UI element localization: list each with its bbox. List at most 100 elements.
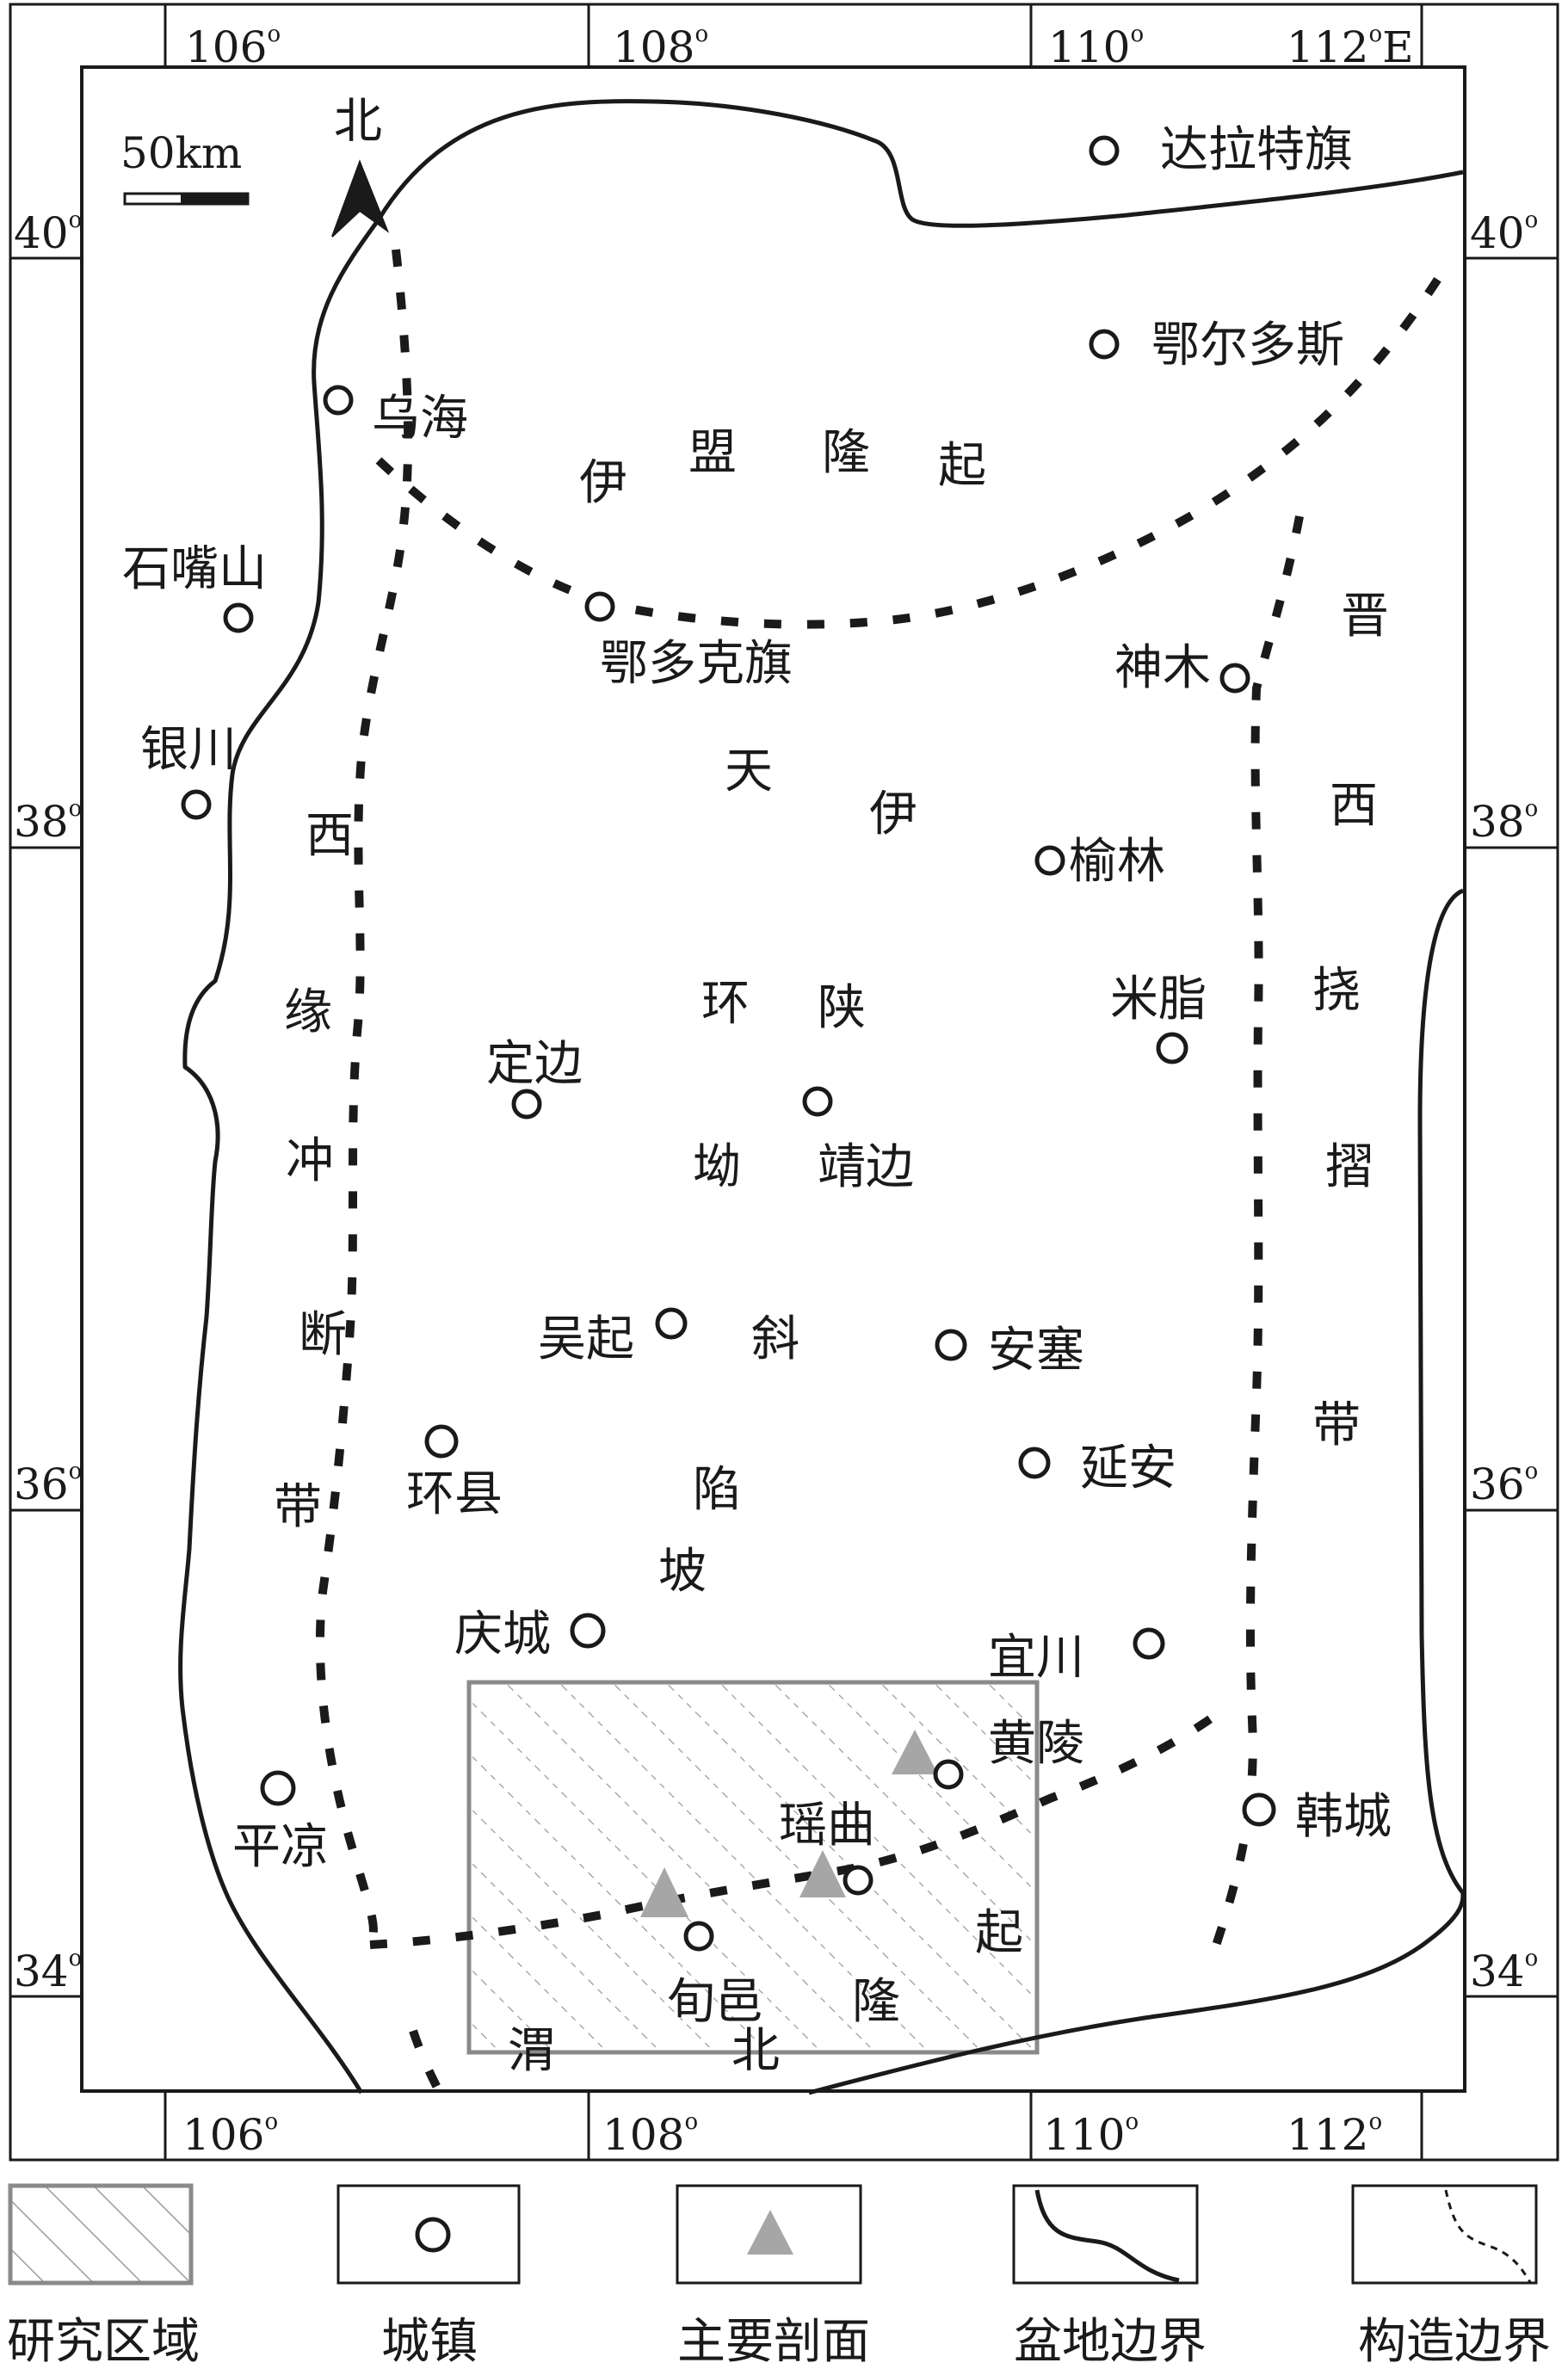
region-char: 西: [306, 808, 354, 864]
region-char: 带: [274, 1479, 322, 1535]
tectonic-boundaries: [315, 249, 1450, 2094]
city-label-mizhi: 米脂: [1110, 972, 1207, 1027]
legend: 研究区域 城镇 主要剖面 盆地边界 构造边界: [7, 2183, 1551, 2369]
city-label-wuhai: 乌海: [372, 391, 468, 447]
legend-swatch-basin-boundary: [1012, 2184, 1199, 2285]
town-labels: 达拉特旗 鄂尔多斯 乌海 石嘴山 鄂多克旗 神木 银川 榆林 米脂 定边 靖边 …: [122, 122, 1392, 2030]
region-char: 伊: [579, 455, 627, 511]
map-frame: [9, 3, 1559, 2162]
city-label-shizuishan: 石嘴山: [122, 541, 267, 597]
region-char: 隆: [852, 1974, 900, 2030]
city-label-jingbian: 靖边: [818, 1139, 914, 1195]
region-char: 坳: [693, 1139, 741, 1195]
region-char: 西: [1330, 778, 1378, 834]
region-char: 北: [732, 2023, 780, 2079]
region-char: 晋: [1341, 589, 1389, 645]
city-label-ansai: 安塞: [988, 1323, 1084, 1379]
main-sections: [640, 1730, 938, 1917]
north-arrow-label: 北: [334, 94, 382, 150]
city-label-yulin: 榆林: [1069, 834, 1165, 890]
region-char: 摺: [1325, 1139, 1374, 1195]
legend-label-town: 城镇: [381, 2314, 478, 2369]
city-label-wuqi: 吴起: [538, 1311, 634, 1367]
region-char: 盟: [688, 425, 737, 481]
study-area: [466, 1680, 1040, 2055]
north-arrow-icon: [331, 159, 390, 238]
latitude-labels-left: 40o 38o 36o 34o: [14, 207, 82, 1996]
region-char: 渭: [508, 2023, 556, 2079]
city-label-xunyi: 旬邑: [667, 1974, 763, 2030]
legend-label-tectonic-boundary: 构造边界: [1358, 2314, 1551, 2369]
region-char: 起: [975, 1905, 1023, 1961]
lon-label-bottom-108: 108o: [602, 2109, 698, 2160]
legend-tectonic-boundary-icon: [1444, 2189, 1532, 2283]
city-label-yanan: 延安: [1080, 1441, 1176, 1496]
region-char: 陷: [693, 1462, 741, 1518]
city-label-shenmu: 神木: [1114, 640, 1211, 696]
lon-label-bottom-106: 106o: [182, 2109, 278, 2160]
lon-label-top-106: 106o: [185, 22, 281, 72]
city-label-yichuan: 宜川: [988, 1630, 1084, 1686]
city-label-yinchuan: 银川: [140, 722, 237, 778]
longitude-labels-bottom: 106o 108o 110o 112o: [182, 2109, 1382, 2160]
tectonic-boundary-west: [315, 249, 413, 1947]
city-label-eduokeqi: 鄂多克旗: [600, 636, 793, 692]
legend-label-section: 主要剖面: [677, 2314, 870, 2369]
scale-bar: 50km: [120, 128, 250, 206]
region-char: 环: [701, 976, 750, 1032]
region-char: 带: [1312, 1397, 1361, 1453]
region-jinxi-fold-belt: 晋 西 挠 摺 带: [1312, 589, 1389, 1453]
lat-label-right-36: 36o: [1470, 1459, 1538, 1509]
region-weibei-uplift: 渭 北 隆 起: [508, 1905, 1023, 2079]
section-marker: [892, 1730, 938, 1774]
basin-boundary-east: [808, 1892, 1466, 2095]
lat-label-right-40: 40o: [1470, 207, 1538, 258]
scale-bar-label: 50km: [120, 128, 242, 178]
city-label-eerduosi: 鄂尔多斯: [1151, 318, 1344, 373]
legend-item-basin-boundary: 盆地边界: [1012, 2184, 1207, 2369]
region-yimeng-uplift: 伊 盟 隆 起: [579, 425, 986, 511]
region-xiyuan-thrust-belt: 西 缘 冲 断 带: [274, 808, 354, 1535]
legend-basin-boundary-icon: [1034, 2189, 1180, 2283]
lat-label-left-34: 34o: [14, 1946, 82, 1996]
basin-boundary: [178, 99, 1464, 2094]
city-label-huangling: 黄陵: [988, 1716, 1084, 1772]
basin-boundary-east-flank: [1417, 888, 1465, 1895]
city-label-dalateqi: 达拉特旗: [1160, 122, 1353, 178]
legend-label-basin-boundary: 盆地边界: [1014, 2314, 1207, 2369]
lon-label-bottom-112: 112o: [1287, 2109, 1382, 2160]
legend-swatch-tectonic-boundary: [1351, 2184, 1538, 2285]
towns: [181, 135, 1276, 1952]
legend-label-study-area: 研究区域: [7, 2314, 200, 2369]
region-char: 挠: [1312, 963, 1361, 1019]
lon-label-top-110: 110o: [1048, 22, 1144, 72]
lat-label-left-38: 38o: [14, 796, 82, 847]
region-char: 坡: [658, 1544, 707, 1600]
lon-label-bottom-110: 110o: [1043, 2109, 1139, 2160]
lat-label-right-34: 34o: [1470, 1946, 1538, 1996]
latitude-labels-right: 40o 38o 36o 34o: [1470, 207, 1538, 1996]
lat-label-left-36: 36o: [14, 1459, 82, 1509]
region-char: 天: [725, 743, 773, 799]
city-label-pingliang: 平凉: [232, 1819, 329, 1875]
section-marker: [799, 1850, 846, 1897]
lat-label-left-40: 40o: [14, 207, 82, 258]
lon-label-top-112: 112oE: [1287, 22, 1414, 72]
region-char: 伊: [869, 787, 917, 842]
legend-item-town: 城镇: [336, 2184, 521, 2369]
city-label-hancheng: 韩城: [1295, 1789, 1392, 1845]
city-label-dingbian: 定边: [486, 1036, 583, 1092]
legend-item-study-area: 研究区域: [7, 2183, 200, 2369]
lon-label-top-108: 108o: [613, 22, 708, 72]
region-char: 缘: [284, 984, 332, 1040]
longitude-labels-top: 106o 108o 110o 112oE: [185, 22, 1414, 72]
region-tianhuan-depression: 天 环 坳 陷: [693, 743, 773, 1518]
legend-town-icon: [415, 2217, 451, 2253]
region-char: 斜: [751, 1311, 799, 1367]
section-marker: [640, 1867, 688, 1917]
tectonic-boundary-yimeng: [375, 264, 1450, 629]
city-label-huanxian: 环县: [406, 1466, 503, 1522]
tectonic-boundary-south-tail: [409, 2029, 443, 2094]
region-char: 隆: [822, 425, 870, 481]
